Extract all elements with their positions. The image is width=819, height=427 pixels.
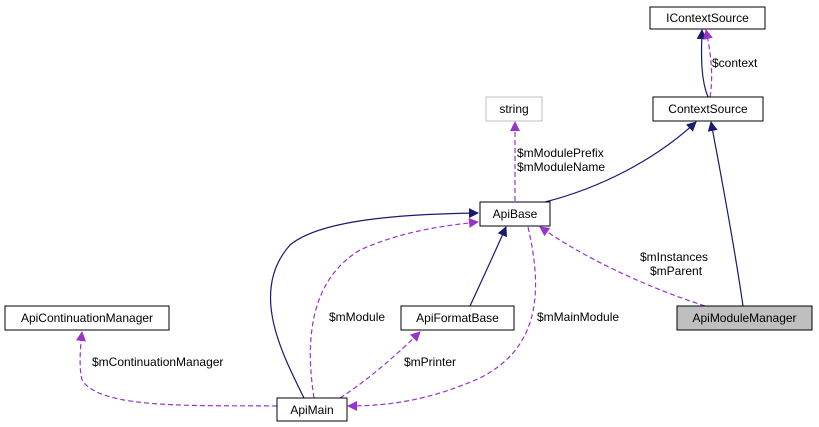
edge-label-module: $mModule (329, 310, 385, 324)
edge-context-usage (702, 29, 713, 98)
edge-apiformatbase-inherits-apibase (469, 226, 507, 307)
node-label-icontextsource: IContextSource (666, 11, 749, 25)
edge-main-module-usage (347, 226, 537, 411)
edge-module-usage (309, 217, 479, 399)
node-contextsource[interactable]: ContextSource (652, 96, 764, 122)
node-label-apimain: ApiMain (290, 403, 333, 417)
edge-contextsource-inherits-icontextsource (696, 29, 709, 98)
edge-printer-usage (339, 331, 421, 399)
node-icontextsource[interactable]: IContextSource (649, 6, 766, 30)
node-label-string: string (499, 102, 528, 116)
node-label-apiformatbase: ApiFormatBase (416, 311, 499, 325)
node-label-apimodulemanager: ApiModuleManager (692, 311, 796, 325)
edge-apibase-inherits-contextsource (544, 121, 697, 203)
node-label-apicontinuationmanager: ApiContinuationManager (21, 311, 153, 325)
node-apimain[interactable]: ApiMain (276, 397, 348, 422)
edge-label-context: $context (712, 56, 758, 70)
edge-instances-usage (539, 226, 706, 307)
edge-label-printer: $mPrinter (404, 355, 456, 369)
edge-label-parent: $mParent (650, 264, 703, 278)
node-apibase[interactable]: ApiBase (479, 201, 551, 227)
edge-label-module-prefix: $mModulePrefix (517, 146, 604, 160)
node-label-apibase: ApiBase (493, 207, 538, 221)
node-apiformatbase[interactable]: ApiFormatBase (400, 305, 515, 331)
edge-apimodulemanager-inherits-contextsource (707, 121, 744, 307)
edge-label-main-module: $mMainModule (537, 310, 619, 324)
edge-label-module-name: $mModuleName (517, 160, 605, 174)
node-label-contextsource: ContextSource (668, 102, 748, 116)
edge-continuation-manager-usage (76, 331, 278, 407)
edge-apimain-inherits-apibase (269, 208, 479, 399)
node-apimodulemanager[interactable]: ApiModuleManager (676, 305, 813, 331)
node-string[interactable]: string (485, 96, 543, 122)
node-apicontinuationmanager[interactable]: ApiContinuationManager (4, 305, 170, 331)
edge-label-instances: $mInstances (640, 250, 708, 264)
edge-label-continuation-manager: $mContinuationManager (92, 355, 223, 369)
